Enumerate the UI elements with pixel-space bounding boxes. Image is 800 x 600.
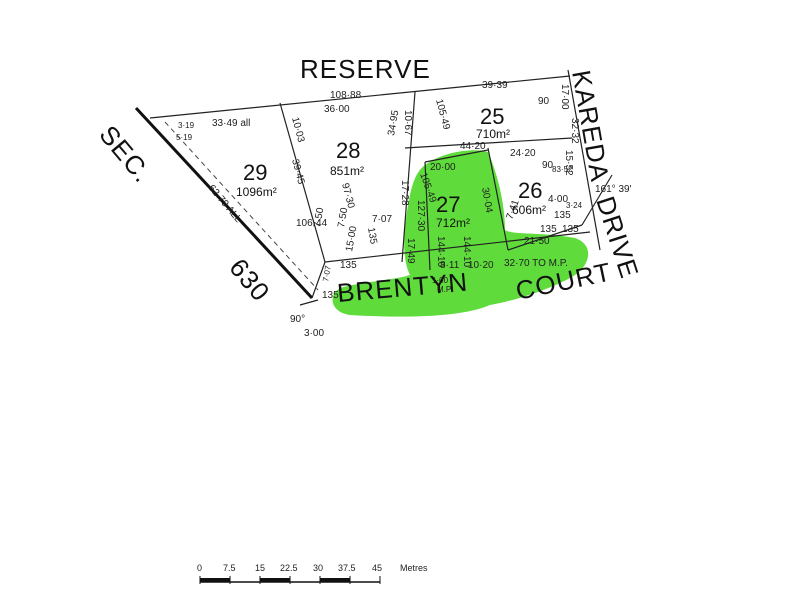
dim-label: 3·19 xyxy=(178,121,195,130)
lot-25-area: 710m² xyxy=(476,127,510,141)
dim-label: 7·07 xyxy=(321,264,333,282)
dim-label: 135 xyxy=(562,224,579,235)
corner-truncation-line xyxy=(311,261,326,299)
dim-label: 10·03 xyxy=(289,116,306,144)
dim-label: 20·00 xyxy=(430,162,456,173)
dim-label: 90 xyxy=(538,96,550,107)
lot-26-lower-boundary xyxy=(507,224,583,251)
dim-label: 15·00 xyxy=(344,225,359,253)
dim-label: 39·45 xyxy=(289,158,306,186)
scale-tick-label: 37.5 xyxy=(338,563,356,573)
lot-29-area: 1096m² xyxy=(236,185,277,199)
lot-28-27-divider xyxy=(401,91,416,263)
lot-29-number: 29 xyxy=(243,160,267,185)
lot-28-area: 851m² xyxy=(330,164,364,178)
dim-label: 24·20 xyxy=(510,148,536,159)
section-label-number: 630 xyxy=(223,253,276,308)
scale-bar-segment xyxy=(320,578,350,582)
scale-bar-segment xyxy=(200,578,230,582)
lot-25-number: 25 xyxy=(480,104,504,129)
lot-25-26-divider xyxy=(404,137,573,149)
dimension-labels: 108·88 39·39 36·00 33·49 all 5·19 3·19 1… xyxy=(176,80,632,339)
dim-label: 144·10 xyxy=(435,236,446,268)
dim-label: M.P. xyxy=(437,285,452,294)
scale-tick-label: 30 xyxy=(313,563,323,573)
lot-27-east-boundary xyxy=(487,147,509,251)
dim-label: 7·50 xyxy=(312,206,326,228)
dim-label: 32·32 xyxy=(569,118,580,144)
setback-dashed-line xyxy=(164,121,319,291)
scale-bar: 0 7.5 15 22.5 30 37.5 45 Metres xyxy=(197,563,428,584)
dim-label: 4·00 xyxy=(548,194,568,205)
dim-label: 34·95 xyxy=(386,109,401,137)
dim-label: 135 xyxy=(340,260,357,271)
dim-label: 8·11 xyxy=(440,260,460,271)
dim-label: 10·67 xyxy=(402,110,413,136)
dim-label: 135 xyxy=(365,227,379,246)
parcel-boundaries xyxy=(134,69,613,306)
highlighted-lot-27-and-court xyxy=(332,150,589,317)
dim-label: 15·52 xyxy=(563,150,574,176)
dim-label: 83·52 xyxy=(552,165,573,174)
dim-label: 32·70 TO M.P. xyxy=(504,258,568,269)
scale-tick-label: 22.5 xyxy=(280,563,298,573)
dim-label: 44·20 xyxy=(460,141,486,152)
section-label-sec: SEC. xyxy=(93,120,158,189)
dim-label: 3·24 xyxy=(566,201,583,210)
dim-label: 161° 39' xyxy=(595,184,632,195)
dim-label: 97·30 xyxy=(339,182,356,210)
lot-27-number: 27 xyxy=(436,192,460,217)
dim-label: 135 xyxy=(554,210,571,221)
scale-tick-label: 7.5 xyxy=(223,563,236,573)
dim-label: 5·19 xyxy=(176,133,193,142)
lot-28-number: 28 xyxy=(336,138,360,163)
dim-label: 17·00 xyxy=(559,84,570,110)
lot-26-number: 26 xyxy=(518,178,542,203)
scale-tick-label: 45 xyxy=(372,563,382,573)
dim-label: 144·10 xyxy=(461,236,472,268)
kareda-corner-line xyxy=(581,174,613,226)
road-label-reserve: RESERVE xyxy=(300,54,431,84)
section-boundary-line xyxy=(134,106,314,300)
dim-label: 127·30 xyxy=(415,200,426,232)
dim-label: 105·49 xyxy=(433,98,452,131)
corner-tick-line xyxy=(299,299,319,306)
dim-label: 135 xyxy=(540,224,557,235)
scale-tick-label: 0 xyxy=(197,563,202,573)
dim-label: 30·04 xyxy=(479,187,494,215)
kareda-drive-boundary-line xyxy=(567,69,601,251)
dim-label: 7·50 xyxy=(336,206,350,228)
dim-label: 90 xyxy=(542,160,554,171)
dim-label: 17·49 xyxy=(405,238,416,264)
lot-29-28-divider xyxy=(279,102,326,263)
lot-27-west-boundary xyxy=(424,161,431,271)
dim-label: 135 xyxy=(322,290,339,301)
dim-label: 1·00 xyxy=(432,276,449,285)
dim-label: 33·49 all xyxy=(212,118,250,129)
scale-tick-label: 15 xyxy=(255,563,265,573)
lot-27-area: 712m² xyxy=(436,216,470,230)
reserve-boundary-line xyxy=(149,75,571,119)
dim-label: 17·28 xyxy=(399,180,410,206)
dim-label: 36·00 xyxy=(324,104,350,115)
dim-label: 21·50 xyxy=(524,236,550,247)
scale-bar-segment xyxy=(260,578,290,582)
dim-label: 39·39 xyxy=(482,80,508,91)
scale-unit-label: Metres xyxy=(400,563,428,573)
dim-label: 10·20 xyxy=(468,260,494,271)
dim-label: 106·44 xyxy=(296,218,328,229)
dim-label: 3·00 xyxy=(304,328,324,339)
lot-27-top-boundary xyxy=(424,149,489,163)
dim-label: 7·07 xyxy=(372,214,392,225)
lot-26-area: 606m² xyxy=(512,203,546,217)
dim-label: 90° xyxy=(290,314,305,325)
dim-label: 108·88 xyxy=(330,90,362,101)
